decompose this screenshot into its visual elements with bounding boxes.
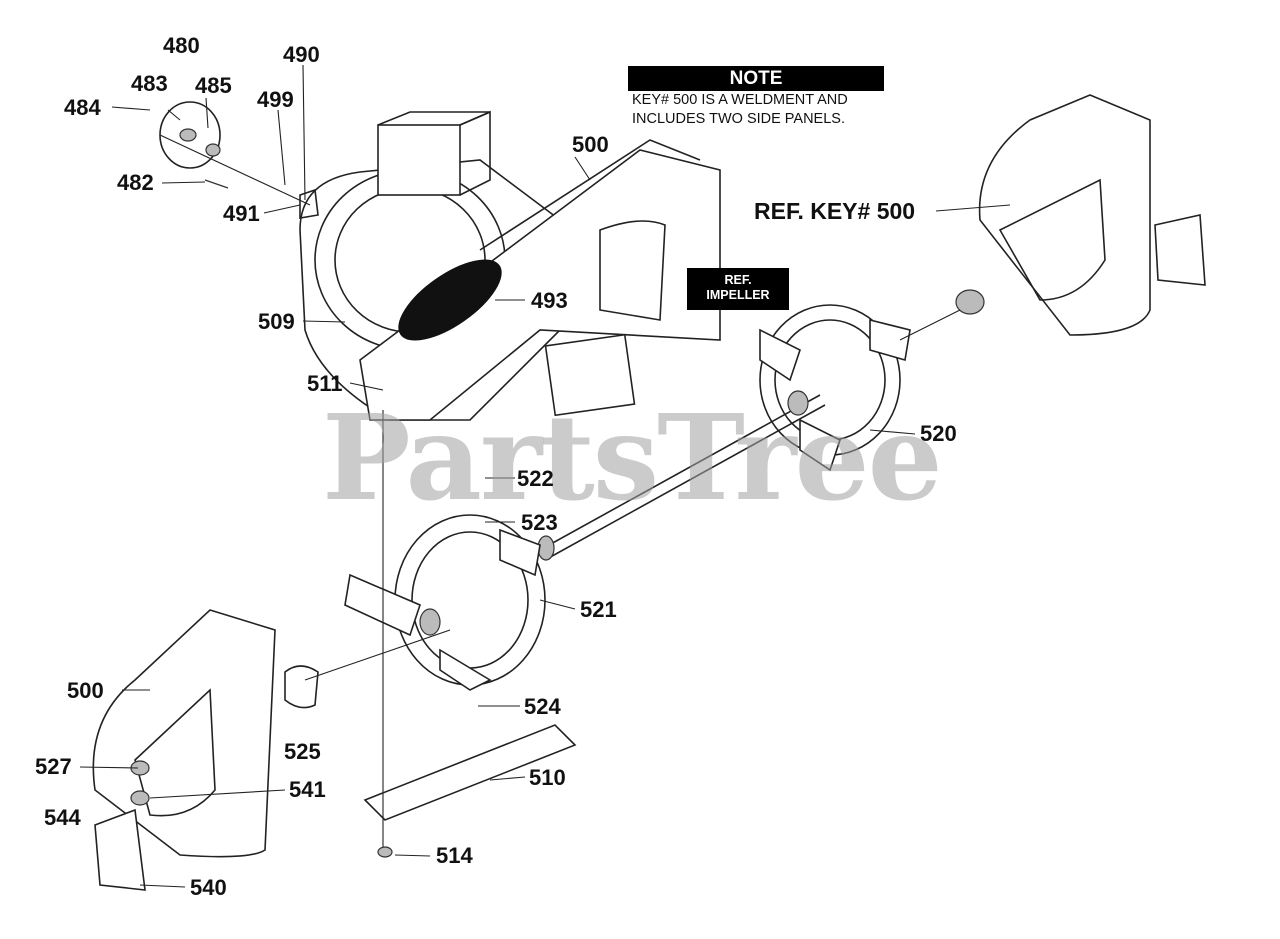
- callout-482: 482: [117, 170, 154, 195]
- callout-521: 521: [580, 597, 617, 622]
- callout-544: 544: [44, 805, 81, 830]
- ref-impeller-line-2: IMPELLER: [706, 288, 770, 302]
- callout-527: 527: [35, 754, 72, 779]
- callout-541: 541: [289, 777, 326, 802]
- ref-key-500-label: REF. KEY# 500: [754, 198, 916, 224]
- shave-plate-510: [363, 724, 577, 821]
- callout-523: 523: [521, 510, 558, 535]
- callout-491: 491: [223, 201, 260, 226]
- watermark: PartsTree: [322, 388, 943, 527]
- note-heading: NOTE: [628, 66, 884, 91]
- callout-520: 520: [920, 421, 957, 446]
- callout-483: 483: [131, 71, 168, 96]
- side-panel-left: [92, 609, 319, 891]
- note-box: NOTE KEY# 500 IS A WELDMENT AND INCLUDES…: [628, 66, 884, 129]
- callout-485: 485: [195, 73, 232, 98]
- callout-525: 525: [284, 739, 321, 764]
- callout-493: 493: [531, 288, 568, 313]
- callout-514: 514: [436, 843, 473, 868]
- callout-484: 484: [64, 95, 101, 120]
- ref-impeller-line-1: REF.: [724, 273, 752, 287]
- pulley-480: [159, 101, 319, 219]
- callout-509: 509: [258, 309, 295, 334]
- callout-540: 540: [190, 875, 227, 900]
- auger-520: [759, 304, 911, 472]
- callout-522: 522: [517, 466, 554, 491]
- callout-499: 499: [257, 87, 294, 112]
- ref-impeller-box: REF. IMPELLER: [687, 268, 789, 310]
- callout-510: 510: [529, 765, 566, 790]
- note-line-1: KEY# 500 IS A WELDMENT AND: [632, 92, 848, 108]
- callout-511: 511: [307, 371, 343, 396]
- note-line-2: INCLUDES TWO SIDE PANELS.: [632, 111, 845, 127]
- auger-521: [344, 514, 546, 691]
- leader-lines: [79, 64, 1011, 888]
- auger-housing-500: [359, 139, 721, 421]
- side-panel-right: [955, 94, 1206, 336]
- callout-490: 490: [283, 42, 320, 67]
- callout-500-bottom: 500: [67, 678, 104, 703]
- callout-500-top: 500: [572, 132, 609, 157]
- callout-480: 480: [163, 33, 200, 58]
- callout-524: 524: [524, 694, 561, 719]
